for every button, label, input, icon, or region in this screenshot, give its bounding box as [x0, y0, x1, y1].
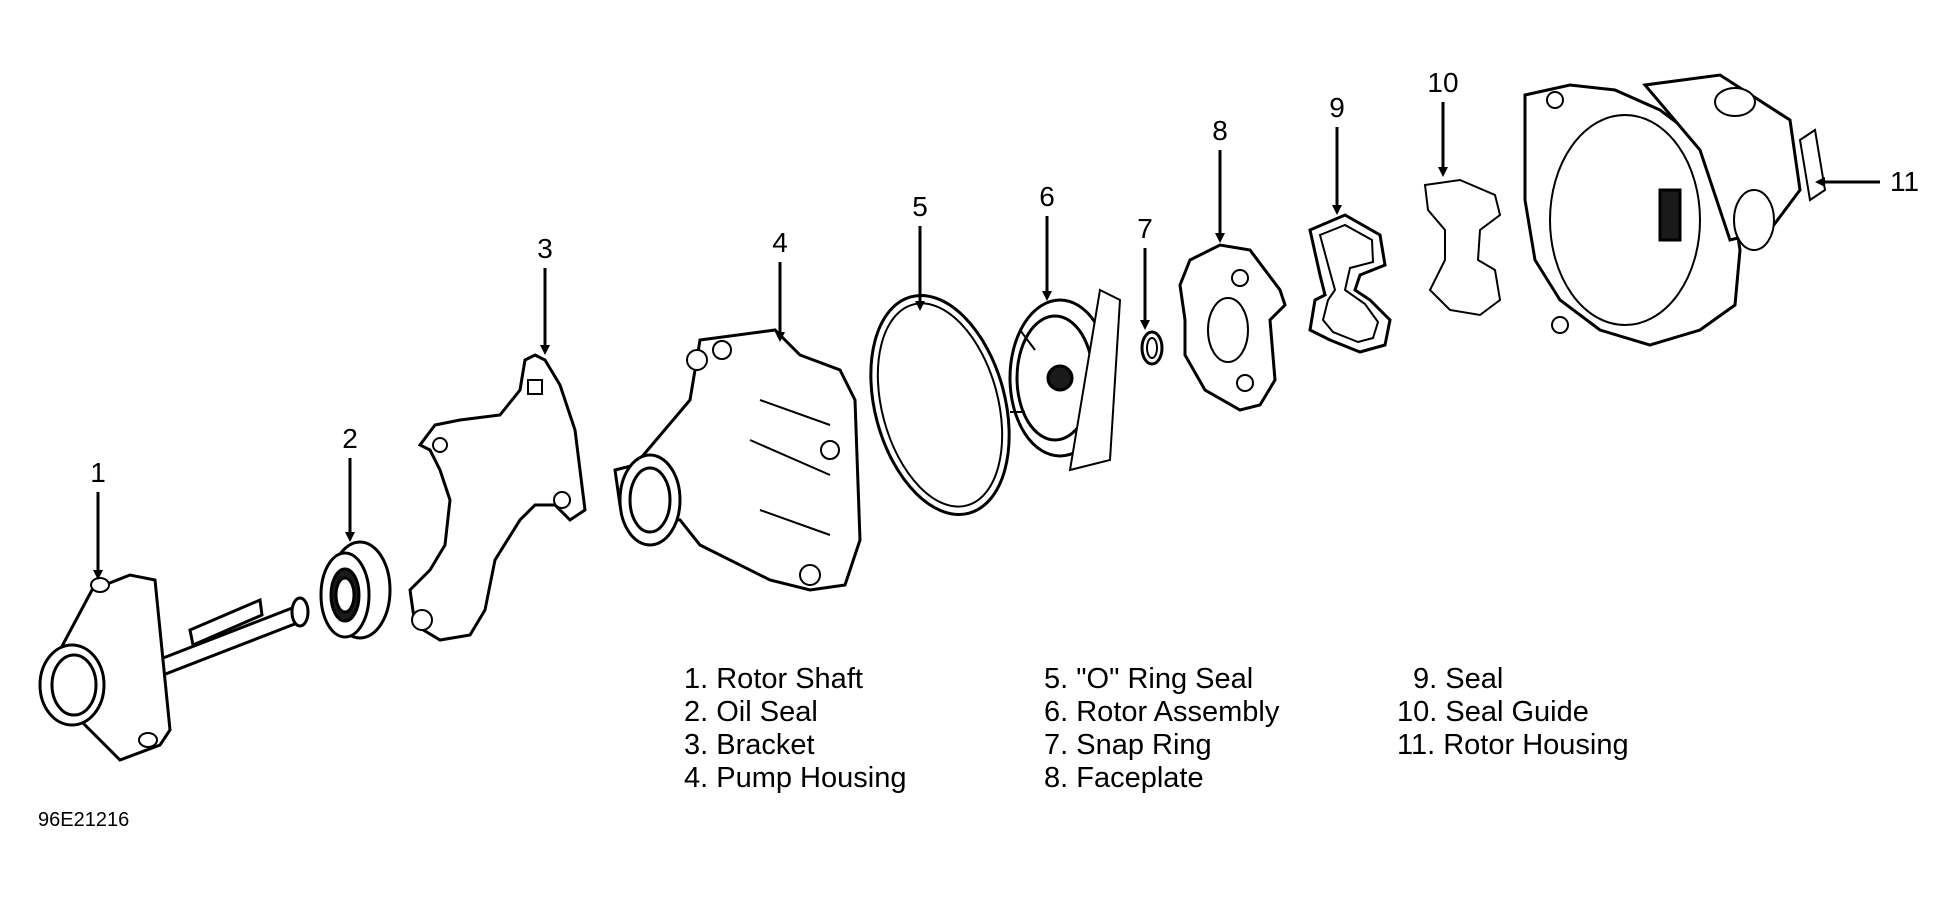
callout-11: 11 [1890, 166, 1919, 197]
legend-item: 2. Oil Seal [684, 696, 818, 728]
seal-part [1308, 213, 1392, 354]
callout-9: 9 [1329, 92, 1345, 123]
legend-column-1: 1. Rotor Shaft 2. Oil Seal 3. Bracket 4.… [684, 663, 906, 794]
bracket-part [408, 353, 587, 642]
legend-item: 9. Seal [1413, 663, 1503, 695]
rotor-assembly-part [1008, 288, 1122, 472]
legend-item: 11. Rotor Housing [1397, 729, 1629, 761]
o-ring-seal-part [869, 294, 1011, 516]
callout-5: 5 [912, 191, 928, 222]
rotor-shaft-part [38, 573, 310, 762]
faceplate-part [1178, 243, 1287, 412]
legend-item: 8. Faceplate [1044, 762, 1204, 794]
legend-item: 10. Seal Guide [1397, 696, 1589, 728]
callout-7: 7 [1137, 213, 1153, 244]
legend-item: 5. "O" Ring Seal [1044, 663, 1253, 695]
figure-id: 96E21216 [38, 809, 129, 831]
legend-column-3: 9. Seal 10. Seal Guide 11. Rotor Housing [1397, 663, 1629, 761]
legend-item: 6. Rotor Assembly [1044, 696, 1280, 728]
callout-6: 6 [1039, 181, 1055, 212]
legend-item: 4. Pump Housing [684, 762, 906, 794]
snap-ring-part [1140, 330, 1164, 366]
seal-guide-part [1423, 178, 1502, 317]
callout-numbers: 1 2 3 4 5 6 7 8 9 10 11 [90, 67, 1919, 488]
legend-column-2: 5. "O" Ring Seal 6. Rotor Assembly 7. Sn… [1044, 663, 1280, 794]
oil-seal-part [319, 540, 392, 640]
callout-4: 4 [772, 227, 788, 258]
pump-housing-part [613, 328, 862, 592]
legend-item: 3. Bracket [684, 729, 815, 761]
legend-item: 1. Rotor Shaft [684, 663, 863, 695]
parts-legend: 1. Rotor Shaft 2. Oil Seal 3. Bracket 4.… [684, 663, 1629, 794]
callout-3: 3 [537, 233, 553, 264]
rotor-housing-part [1523, 73, 1827, 347]
legend-item: 7. Snap Ring [1044, 729, 1212, 761]
callout-arrows [93, 102, 1880, 580]
callout-8: 8 [1212, 115, 1228, 146]
callout-10: 10 [1427, 67, 1458, 98]
callout-2: 2 [342, 423, 358, 454]
callout-1: 1 [90, 457, 106, 488]
